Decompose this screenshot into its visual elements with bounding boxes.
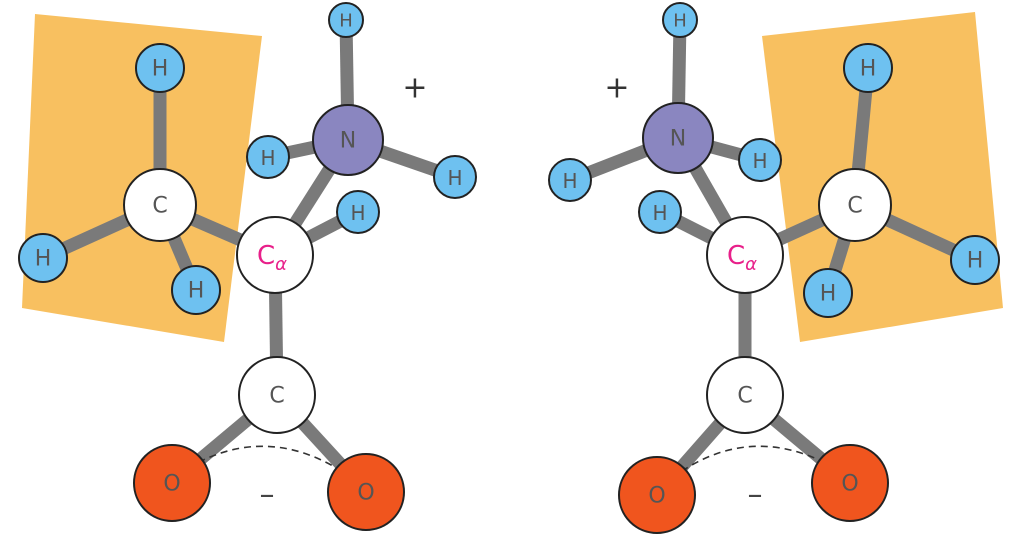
right-h7-label: H — [652, 201, 667, 225]
left-h7-label: H — [350, 201, 365, 225]
left-methyl-c-label: C — [152, 194, 167, 219]
right-methyl-c-label: C — [847, 194, 862, 219]
right-minus-charge: – — [748, 478, 763, 513]
right-methyl-highlight — [762, 12, 1003, 342]
right-o2-label: O — [841, 472, 858, 497]
left-atoms — [18, 2, 477, 531]
right-alpha-c: C — [727, 241, 745, 271]
left-o1-label: O — [163, 472, 180, 497]
left-alpha-c: C — [257, 241, 275, 271]
right-o1-label: O — [648, 484, 665, 509]
left-h1-label: H — [152, 57, 169, 82]
right-h3-label: H — [820, 282, 837, 307]
left-o2-label: O — [357, 481, 374, 506]
left-plus-charge: + — [402, 71, 427, 106]
right-alpha-carbon-label: Cα — [727, 241, 757, 275]
right-h2-label: H — [967, 249, 984, 274]
left-alpha-carbon-label: Cα — [257, 241, 287, 275]
right-alpha-sub: α — [745, 254, 757, 275]
right-h5-label: H — [562, 169, 577, 193]
left-minus-charge: – — [260, 478, 275, 513]
left-atom-labels: H C H H H N H H H Cα C O O — [35, 11, 463, 506]
left-h5-label: H — [260, 146, 275, 170]
left-h4-label: H — [339, 11, 353, 32]
left-h6-label: H — [447, 166, 462, 190]
right-atoms — [548, 2, 1000, 534]
left-h3-label: H — [188, 279, 205, 304]
right-h6-label: H — [752, 149, 767, 173]
right-h4-label: H — [673, 11, 687, 32]
left-carboxyl-c-label: C — [269, 384, 284, 409]
right-atom-labels: H C H H H N H H H Cα C O O — [562, 11, 983, 509]
left-resonance-arc — [187, 445, 353, 479]
left-molecule: H C H H H N H H H Cα C O O + – — [18, 2, 477, 531]
right-n-label: N — [670, 127, 686, 152]
left-h2-label: H — [35, 247, 52, 272]
right-molecule: H C H H H N H H H Cα C O O + – — [548, 2, 1003, 534]
left-alpha-sub: α — [275, 254, 287, 275]
right-resonance-arc — [671, 445, 836, 479]
right-h1-label: H — [860, 57, 877, 82]
left-n-label: N — [340, 129, 356, 154]
right-plus-charge: + — [604, 71, 629, 106]
right-carboxyl-c-label: C — [737, 384, 752, 409]
